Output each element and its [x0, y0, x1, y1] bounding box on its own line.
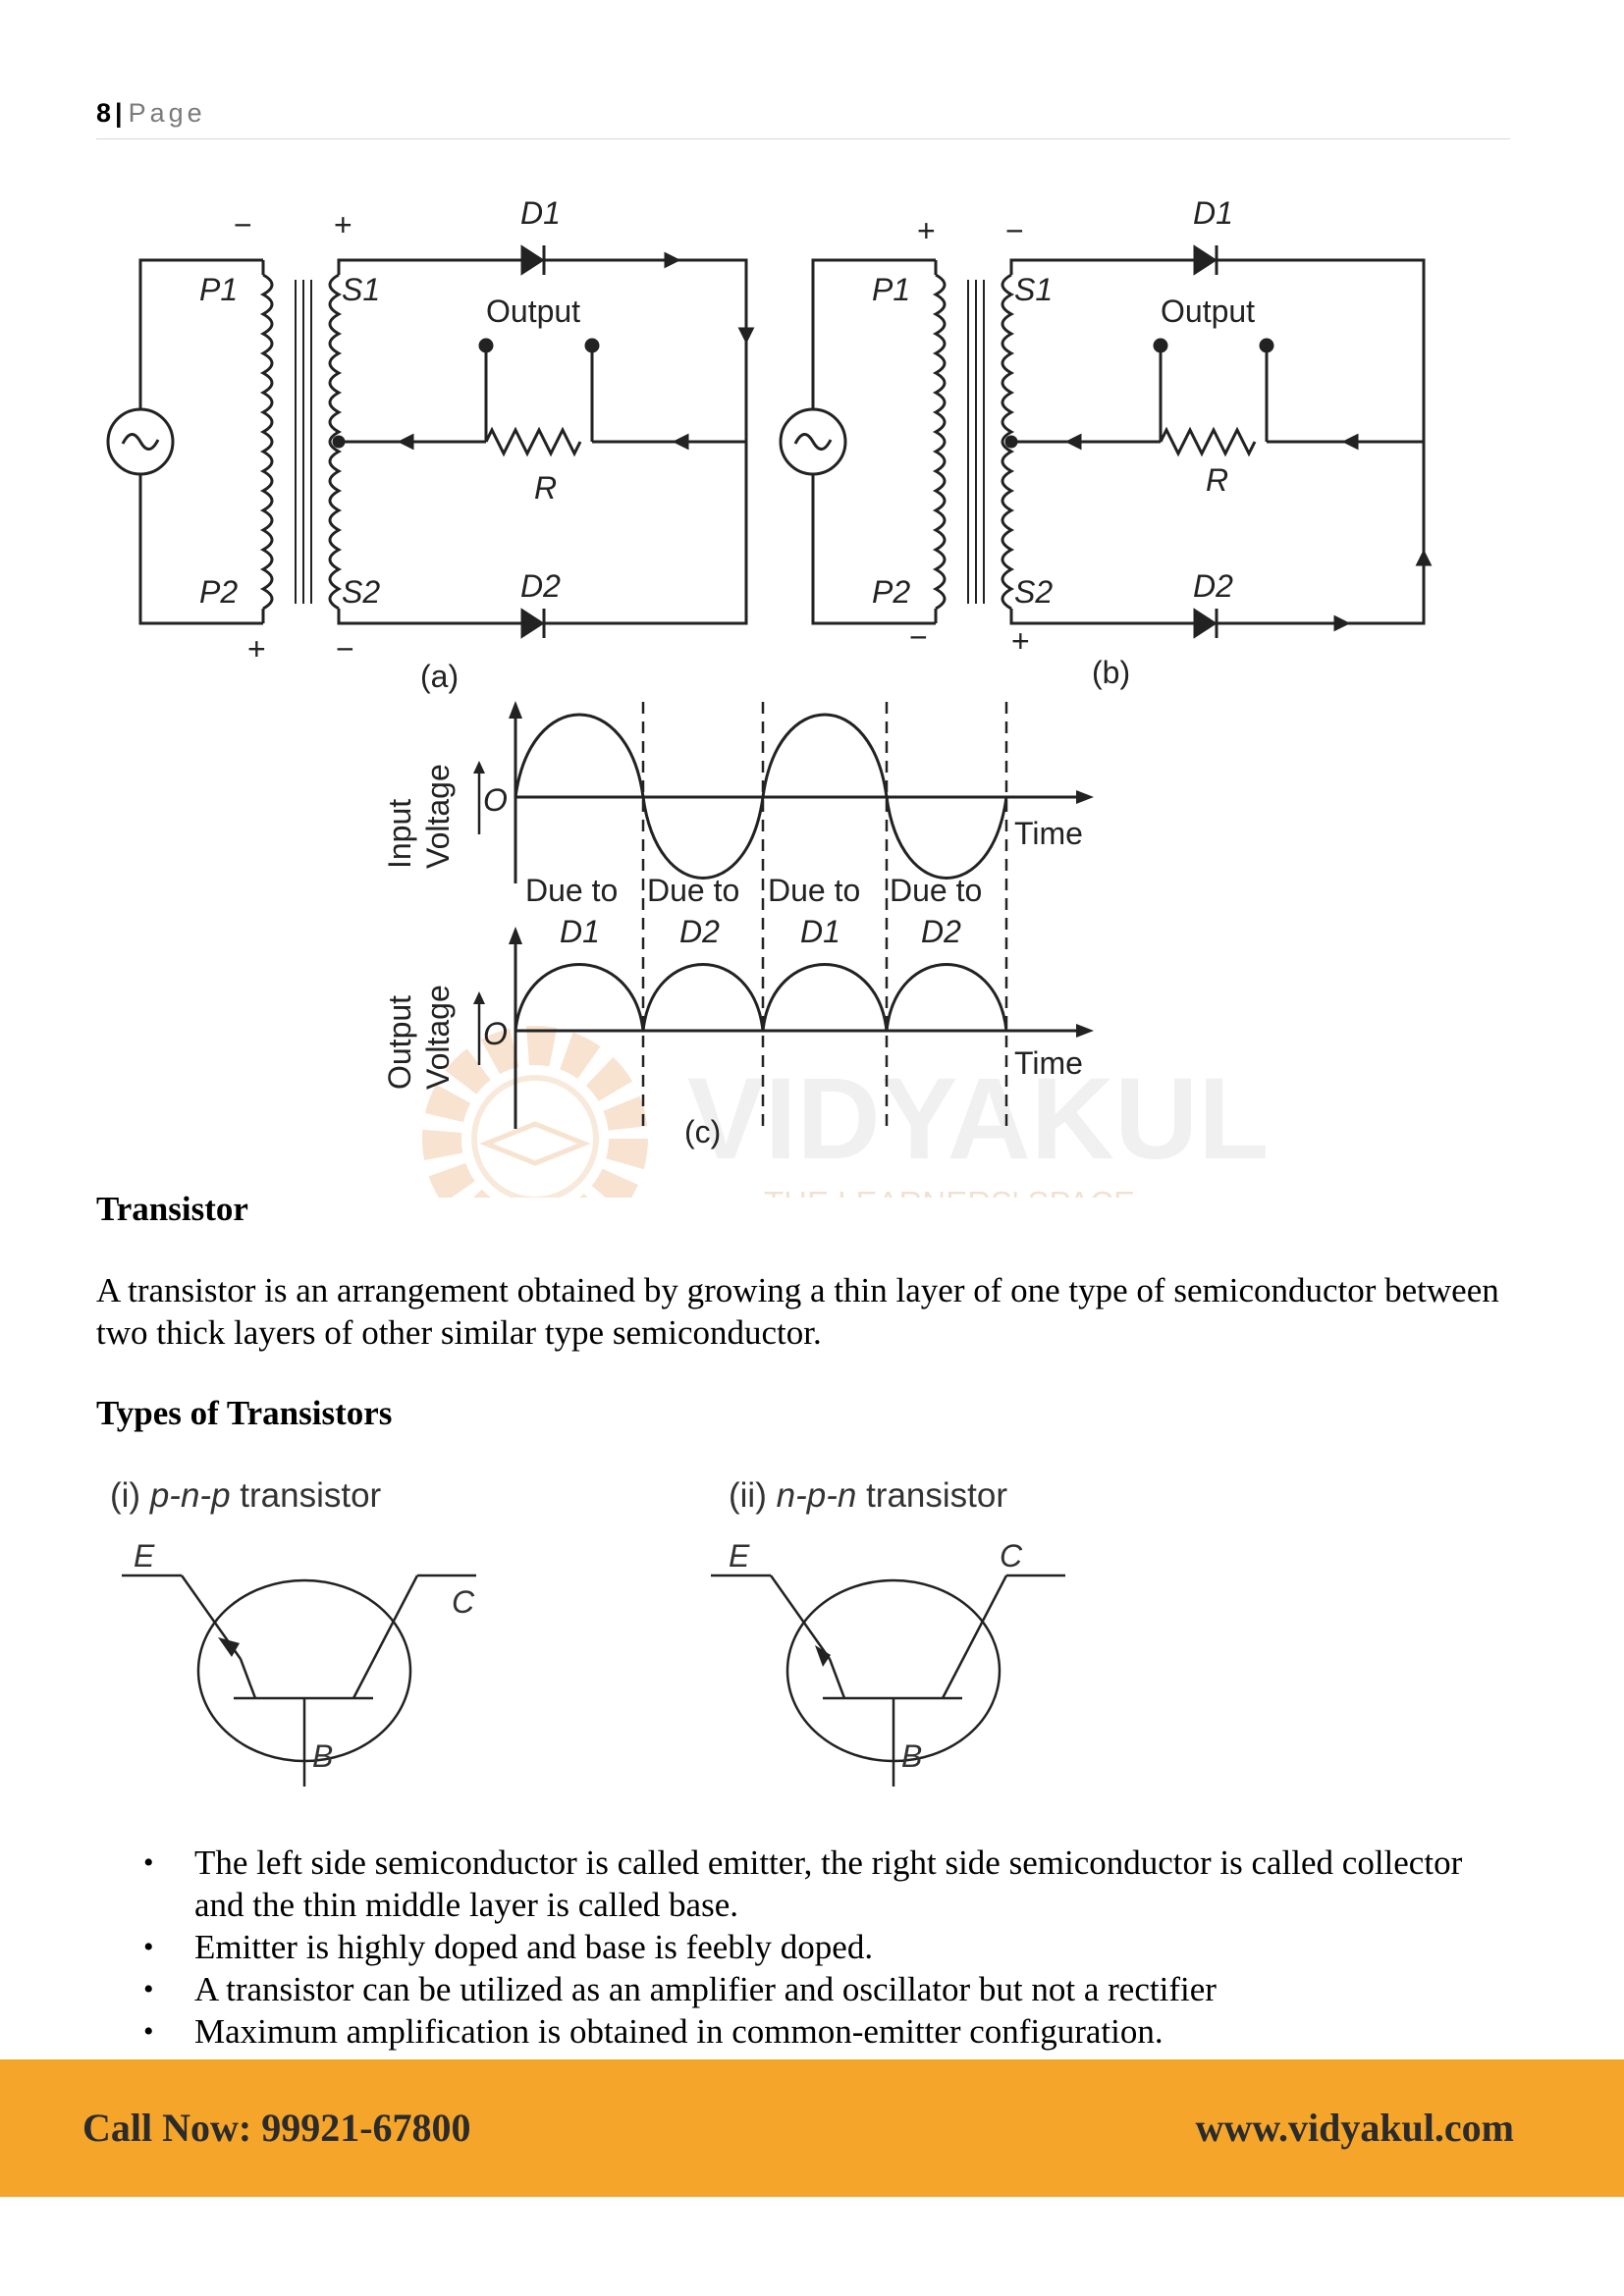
- due-to-label: Due to: [768, 873, 860, 908]
- watermark-tagline: THE LEARNERS' SPACE: [764, 1185, 1135, 1198]
- due-to-diode: D2: [921, 914, 961, 949]
- label-p2: P2: [199, 574, 238, 610]
- label-s2: S2: [1014, 574, 1053, 610]
- time-label-input: Time: [1014, 816, 1083, 851]
- due-to-diode: D1: [800, 914, 840, 949]
- due-to-label: Due to: [647, 873, 739, 908]
- page-word: Page: [128, 98, 206, 128]
- npn-emitter-label: E: [729, 1538, 750, 1574]
- sign-bottom-right: +: [1011, 623, 1030, 659]
- website-link[interactable]: www.vidyakul.com: [1195, 2106, 1515, 2150]
- label-p1: P1: [872, 272, 910, 307]
- label-d2: D2: [1193, 568, 1233, 604]
- transistor-definition: A transistor is an arrangement obtained …: [96, 1271, 1499, 1352]
- types-heading: Types of Transistors: [96, 1394, 393, 1432]
- sign-top-left: −: [234, 207, 252, 242]
- label-output: Output: [1161, 294, 1255, 329]
- page-header: 8|Page: [96, 98, 1510, 139]
- transistor-symbols: (i) p-n-p transistor (ii) n-p-n transist…: [110, 1476, 1065, 1787]
- sign-bottom-right: −: [336, 631, 354, 667]
- label-d2: D2: [520, 568, 561, 604]
- pnp-collector-label: C: [452, 1584, 475, 1620]
- list-item: A transistor can be utilized as an ampli…: [137, 1968, 1512, 2010]
- due-to-label: Due to: [525, 873, 618, 908]
- sign-top-right: −: [1005, 213, 1024, 248]
- watermark-gear-icon: [422, 1026, 648, 1198]
- sign-bottom-left: −: [909, 619, 928, 655]
- circuit-b: [779, 258, 1426, 625]
- sign-top-left: +: [917, 213, 936, 248]
- label-s1: S1: [342, 272, 380, 307]
- watermark: VIDYAKUL THE LEARNERS' SPACE: [422, 1026, 1269, 1198]
- call-now-text: Call Now: 99921-67800: [82, 2106, 471, 2150]
- due-to-label: Due to: [890, 873, 982, 908]
- pnp-transistor-icon: [122, 1574, 476, 1787]
- due-to-diode: D2: [679, 914, 720, 949]
- pnp-emitter-label: E: [134, 1538, 155, 1574]
- circuit-a: [106, 258, 748, 625]
- output-voltage-label-2: Voltage: [420, 985, 456, 1090]
- time-label-output: Time: [1014, 1045, 1083, 1081]
- caption-c: (c): [684, 1114, 721, 1149]
- footer-bar: Call Now: 99921-67800 www.vidyakul.com: [0, 2059, 1624, 2197]
- waveform-c: Input Voltage Output Voltage O O Time Ti…: [382, 701, 1094, 1149]
- label-s1: S1: [1014, 272, 1053, 307]
- label-s2: S2: [342, 574, 380, 610]
- label-p2: P2: [872, 574, 910, 610]
- label-p1: P1: [199, 272, 238, 307]
- pnp-base-label: B: [312, 1738, 333, 1774]
- npn-collector-label: C: [1000, 1538, 1023, 1574]
- page-separator: |: [115, 98, 123, 128]
- caption-a: (a): [420, 659, 459, 694]
- caption-b: (b): [1092, 655, 1130, 690]
- sign-bottom-left: +: [247, 631, 266, 667]
- list-item: Maximum amplification is obtained in com…: [137, 2010, 1512, 2053]
- origin-output: O: [483, 1016, 508, 1051]
- input-voltage-label: Input: [382, 799, 417, 869]
- label-d1: D1: [520, 195, 561, 231]
- due-to-diode: D1: [560, 914, 600, 949]
- input-voltage-label-2: Voltage: [420, 764, 456, 869]
- label-r: R: [1206, 462, 1228, 498]
- page-number: 8: [96, 98, 112, 128]
- origin-input: O: [483, 782, 508, 818]
- watermark-brand: VIDYAKUL: [687, 1054, 1269, 1184]
- transistor-facts-list: The left side semiconductor is called em…: [137, 1842, 1512, 2053]
- label-output: Output: [486, 294, 580, 329]
- label-d1: D1: [1193, 195, 1233, 231]
- output-voltage-label: Output: [382, 995, 417, 1090]
- watermark-cap-icon: [479, 1121, 591, 1166]
- label-r: R: [534, 470, 557, 506]
- list-item: Emitter is highly doped and base is feeb…: [137, 1926, 1512, 1968]
- npn-caption: (ii) n-p-n transistor: [729, 1476, 1007, 1515]
- pnp-caption: (i) p-n-p transistor: [110, 1476, 382, 1515]
- rectifier-figure: VIDYAKUL THE LEARNERS' SPACE: [106, 195, 1433, 1198]
- sign-top-right: +: [334, 207, 352, 242]
- npn-base-label: B: [901, 1738, 922, 1774]
- npn-transistor-icon: [711, 1574, 1065, 1787]
- list-item: The left side semiconductor is called em…: [137, 1842, 1512, 1926]
- transistor-heading: Transistor: [96, 1190, 248, 1228]
